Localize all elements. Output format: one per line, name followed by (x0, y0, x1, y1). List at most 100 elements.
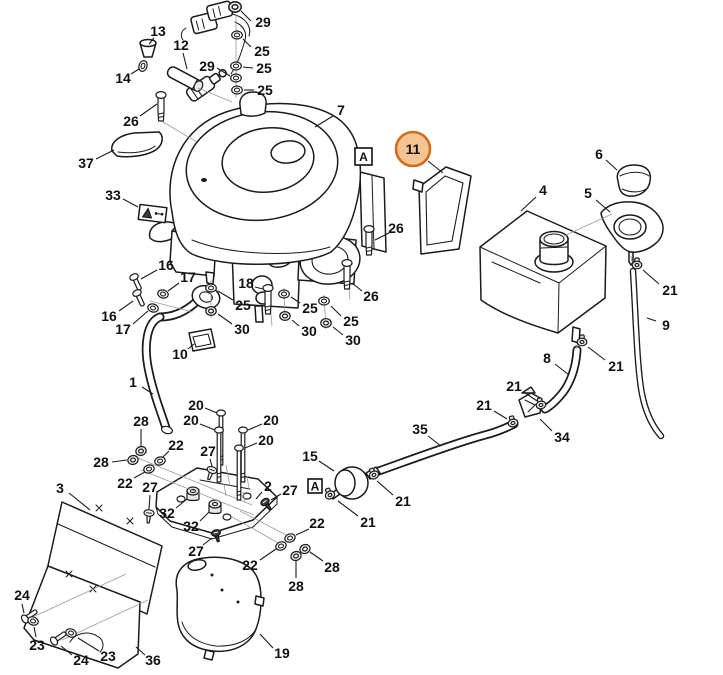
part-label-30[interactable]: 30 (301, 323, 317, 339)
part-label-28[interactable]: 28 (324, 559, 340, 575)
washer-25 (205, 283, 217, 293)
part-label-20[interactable]: 20 (263, 412, 279, 428)
leader-line (217, 290, 234, 301)
part-label-35[interactable]: 35 (412, 421, 428, 437)
highlight-circle[interactable] (394, 130, 432, 168)
leader-line (376, 480, 394, 496)
part-label-21[interactable]: 21 (608, 358, 624, 374)
part-label-26[interactable]: 26 (363, 288, 379, 304)
part-label-28[interactable]: 28 (133, 413, 149, 429)
part-label-25[interactable]: 25 (343, 313, 359, 329)
part-label-33[interactable]: 33 (105, 187, 121, 203)
leader-line (247, 423, 263, 431)
washer-25 (318, 296, 330, 306)
part-label-36[interactable]: 36 (145, 652, 161, 668)
part-label-37[interactable]: 37 (78, 155, 94, 171)
part-label-11-highlighted[interactable]: 11 (406, 141, 421, 157)
part-label-30[interactable]: 30 (234, 321, 250, 337)
part-label-24[interactable]: 24 (14, 587, 30, 603)
part-label-21[interactable]: 21 (506, 378, 522, 394)
part-label-34[interactable]: 34 (554, 429, 570, 445)
part-label-26[interactable]: 26 (388, 220, 404, 236)
guide-lines (34, 14, 634, 641)
ref-marker-box (307, 478, 323, 494)
washer-25 (231, 30, 243, 40)
part-label-15[interactable]: 15 (302, 448, 318, 464)
part-label-8[interactable]: 8 (543, 350, 551, 366)
part-label-21[interactable]: 21 (360, 514, 376, 530)
leader-line (254, 286, 264, 290)
leader-line (295, 528, 310, 536)
ring-14 (138, 60, 148, 72)
part-label-32[interactable]: 32 (159, 505, 175, 521)
part-label-9[interactable]: 9 (662, 317, 670, 333)
part-label-10[interactable]: 10 (172, 346, 188, 362)
leader-line (204, 407, 218, 414)
leader-line (605, 159, 618, 171)
guide-line (132, 455, 253, 506)
part-label-22[interactable]: 22 (117, 475, 133, 491)
part-label-13[interactable]: 13 (150, 23, 166, 39)
part-label-23[interactable]: 23 (100, 648, 116, 664)
leader-line (290, 296, 301, 304)
part-label-20[interactable]: 20 (183, 412, 199, 428)
leader-line (244, 442, 258, 449)
air-filter-cover (111, 131, 163, 158)
part-label-18[interactable]: 18 (238, 275, 254, 291)
part-label-17[interactable]: 17 (115, 321, 131, 337)
vent-tube (629, 267, 665, 440)
part-label-32[interactable]: 32 (183, 518, 199, 534)
part-label-24[interactable]: 24 (73, 652, 89, 668)
part-label-28[interactable]: 28 (288, 578, 304, 594)
part-label-27[interactable]: 27 (282, 482, 298, 498)
part-label-4[interactable]: 4 (539, 182, 547, 198)
part-label-21[interactable]: 21 (476, 397, 492, 413)
part-label-21[interactable]: 21 (662, 282, 678, 298)
part-label-27[interactable]: 27 (200, 443, 216, 459)
part-label-7[interactable]: 7 (337, 102, 345, 118)
part-label-3[interactable]: 3 (56, 480, 64, 496)
part-label-23[interactable]: 23 (29, 637, 45, 653)
part-label-28[interactable]: 28 (93, 454, 109, 470)
part-label-6[interactable]: 6 (595, 146, 603, 162)
part-label-27[interactable]: 27 (188, 543, 204, 559)
leader-line (141, 386, 154, 395)
leader-line (202, 537, 213, 546)
part-label-17[interactable]: 17 (180, 269, 196, 285)
part-label-22[interactable]: 22 (242, 557, 258, 573)
part-label-5[interactable]: 5 (584, 185, 592, 201)
part-label-12[interactable]: 12 (173, 37, 189, 53)
part-label-20[interactable]: 20 (188, 397, 204, 413)
part-label-30[interactable]: 30 (345, 332, 361, 348)
guide-line (242, 491, 246, 503)
part-label-22[interactable]: 22 (309, 515, 325, 531)
part-label-27[interactable]: 27 (142, 479, 158, 495)
leader-line (122, 198, 139, 208)
leader-line (270, 493, 282, 501)
part-label-16[interactable]: 16 (158, 257, 174, 273)
leader-line (33, 626, 37, 638)
part-label-25[interactable]: 25 (302, 300, 318, 316)
part-label-25[interactable]: 25 (254, 43, 270, 59)
guide-line (162, 121, 198, 143)
part-label-16[interactable]: 16 (101, 308, 117, 324)
part-label-25[interactable]: 25 (257, 82, 273, 98)
part-label-2[interactable]: 2 (264, 478, 272, 494)
ref-markers: AA (307, 147, 373, 494)
part-label-25[interactable]: 25 (256, 60, 272, 76)
part-label-25[interactable]: 25 (235, 297, 251, 313)
part-label-29[interactable]: 29 (199, 58, 215, 74)
ref-marker-letter: A (311, 480, 320, 494)
part-label-20[interactable]: 20 (258, 432, 274, 448)
part-label-14[interactable]: 14 (115, 70, 131, 86)
leader-line (148, 37, 155, 45)
part-label-22[interactable]: 22 (168, 437, 184, 453)
part-label-26[interactable]: 26 (123, 113, 139, 129)
guide-line (223, 483, 227, 497)
leader-line (148, 494, 151, 510)
part-label-29[interactable]: 29 (255, 14, 271, 30)
part-label-21[interactable]: 21 (395, 493, 411, 509)
ref-marker-letter: A (359, 150, 368, 164)
part-label-19[interactable]: 19 (274, 645, 290, 661)
part-label-1[interactable]: 1 (129, 374, 137, 390)
